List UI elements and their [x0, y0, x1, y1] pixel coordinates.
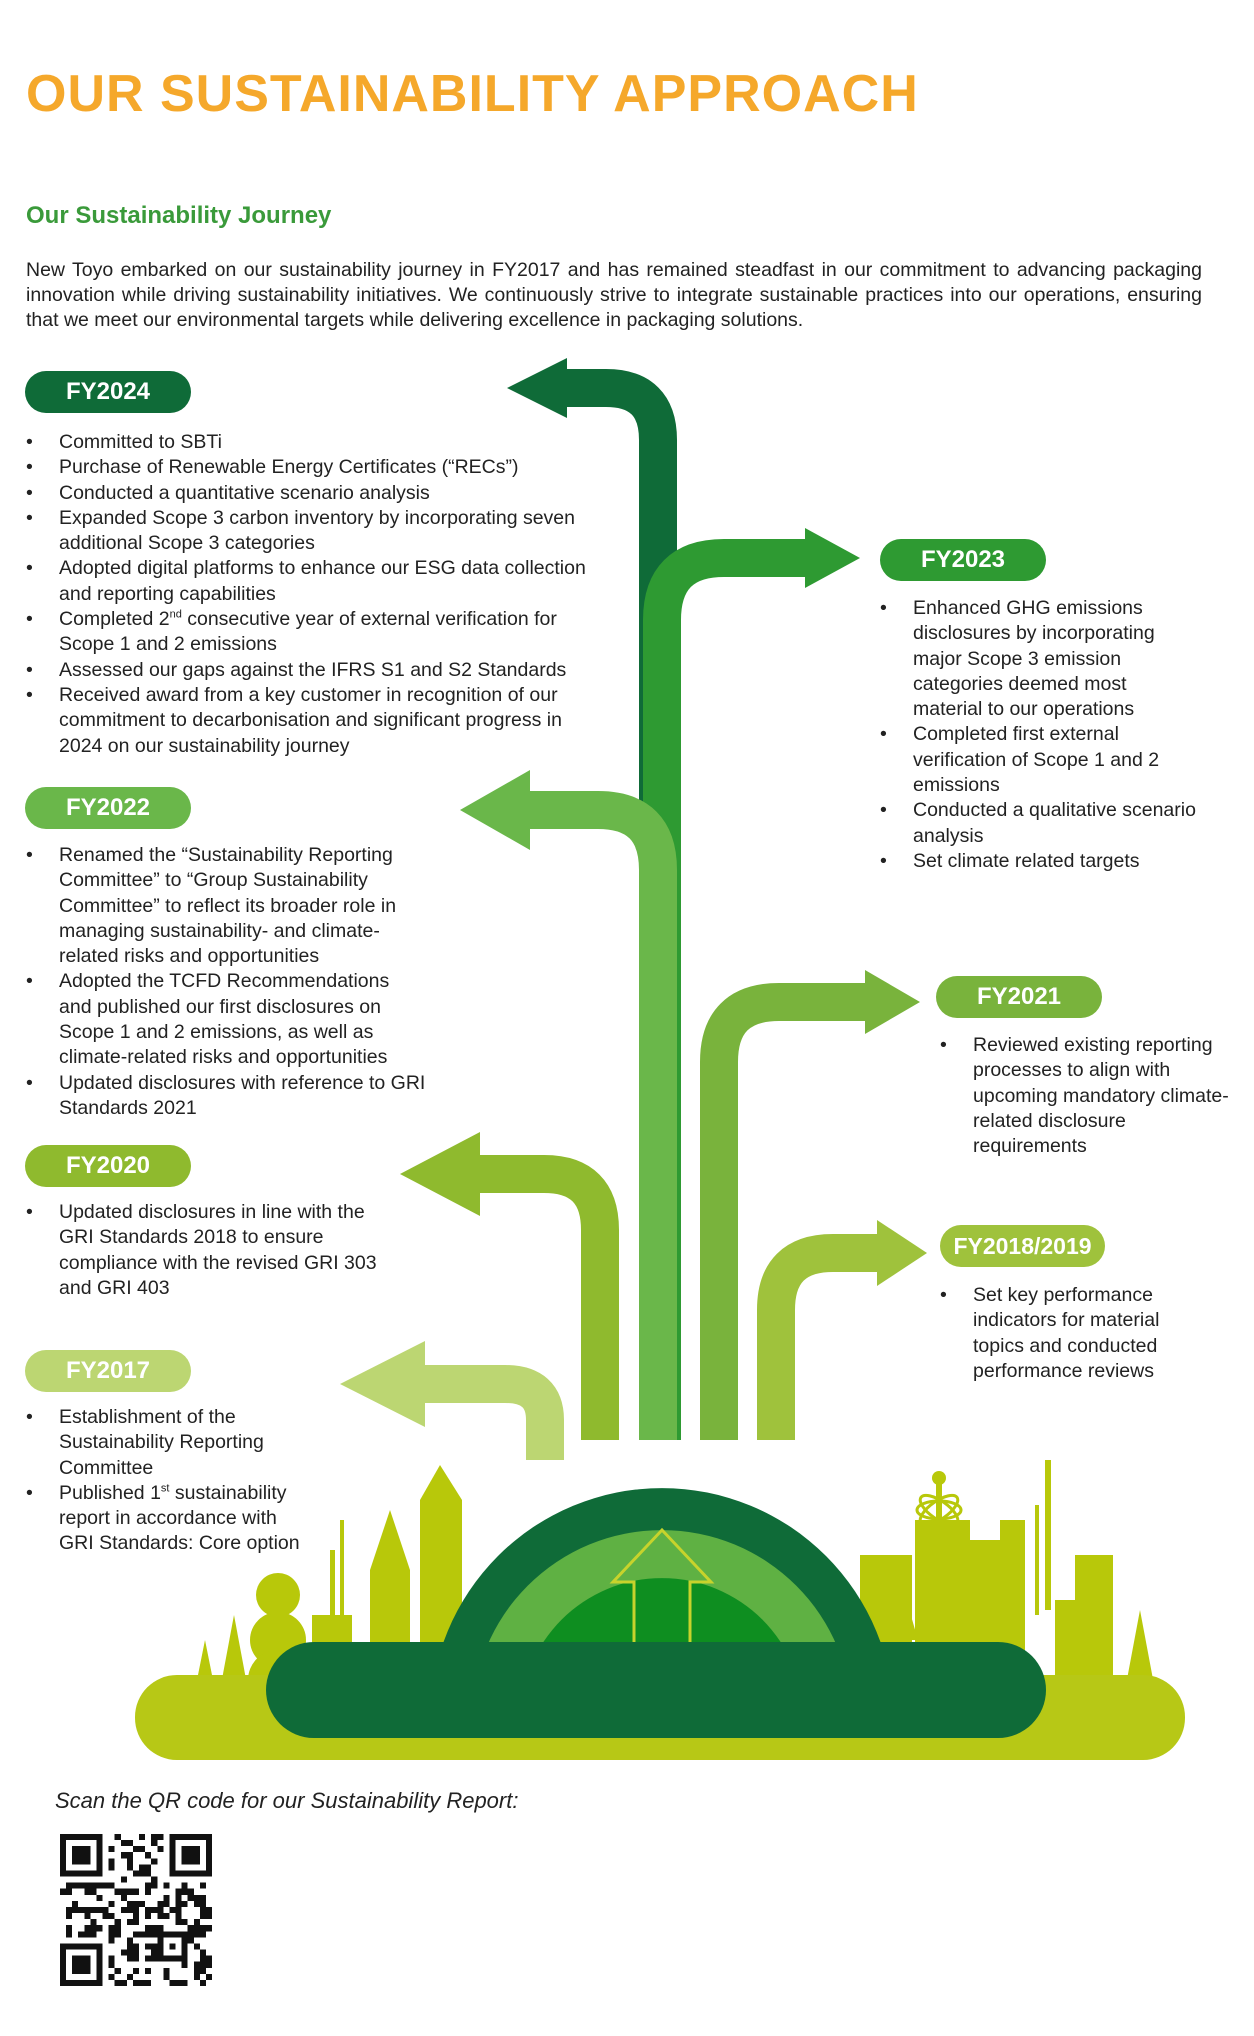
fy2017-badge: FY2017 — [25, 1350, 191, 1392]
fy2024-badge: FY2024 — [25, 371, 191, 413]
arrow-fy2023 — [643, 539, 812, 1440]
list-item: Renamed the “Sustainability Reporting Co… — [26, 843, 426, 969]
fy2021-list: Reviewed existing reporting processes to… — [940, 1033, 1230, 1159]
up-arrow-icon — [609, 1527, 715, 1690]
list-item: Establishment of the Sustainability Repo… — [26, 1405, 316, 1481]
list-item: Purchase of Renewable Energy Certificate… — [26, 455, 606, 481]
fy2023-list: Enhanced GHG emissions disclosures by in… — [880, 596, 1200, 875]
fy2017-list: Establishment of the Sustainability Repo… — [26, 1405, 316, 1557]
arrow-fy2021 — [700, 983, 871, 1440]
list-item: Enhanced GHG emissions disclosures by in… — [880, 596, 1200, 722]
list-item: Completed 2nd consecutive year of extern… — [26, 607, 606, 658]
intro-paragraph: New Toyo embarked on our sustainability … — [26, 259, 1202, 331]
list-item: Assessed our gaps against the IFRS S1 an… — [26, 658, 606, 684]
list-item: Expanded Scope 3 carbon inventory by inc… — [26, 506, 606, 557]
fy2023-badge: FY2023 — [880, 539, 1046, 581]
section-subtitle: Our Sustainability Journey — [26, 202, 332, 229]
list-item: Reviewed existing reporting processes to… — [940, 1033, 1230, 1159]
fy2018-list: Set key performance indicators for mater… — [940, 1283, 1210, 1384]
list-item: Committed to SBTi — [26, 430, 606, 456]
fy2024-list: Committed to SBTi Purchase of Renewable … — [26, 430, 606, 759]
list-item: Set climate related targets — [880, 849, 1200, 875]
list-item: Completed first external verification of… — [880, 722, 1200, 798]
fy2018-badge: FY2018/2019 — [940, 1225, 1105, 1267]
page-title: OUR SUSTAINABILITY APPROACH — [26, 65, 919, 123]
arrow-fy2022 — [527, 791, 677, 1440]
list-item: Updated disclosures in line with the GRI… — [26, 1200, 396, 1301]
fy2020-list: Updated disclosures in line with the GRI… — [26, 1200, 396, 1301]
list-item: Adopted digital platforms to enhance our… — [26, 556, 606, 607]
list-item: Received award from a key customer in re… — [26, 683, 606, 759]
base-bar — [266, 1642, 1046, 1738]
arrow-fy2018 — [757, 1234, 884, 1440]
arrow-heads — [340, 358, 927, 1427]
fy2020-badge: FY2020 — [25, 1145, 191, 1187]
fy2022-badge: FY2022 — [25, 787, 191, 829]
list-item: Conducted a qualitative scenario analysi… — [880, 798, 1200, 849]
arrow-fy2024 — [562, 369, 677, 1440]
list-item: Adopted the TCFD Recommendations and pub… — [26, 969, 426, 1070]
arrow-fy2017 — [422, 1365, 564, 1460]
journey-arrows — [422, 369, 884, 1460]
list-item: Published 1st sustainability report in a… — [26, 1481, 316, 1557]
list-item: Set key performance indicators for mater… — [940, 1283, 1210, 1384]
fy2021-badge: FY2021 — [936, 976, 1102, 1018]
list-item: Conducted a quantitative scenario analys… — [26, 481, 606, 507]
arrow-fy2020 — [478, 1155, 619, 1440]
tower-rings — [915, 1493, 963, 1527]
fy2022-list: Renamed the “Sustainability Reporting Co… — [26, 843, 426, 1121]
qr-caption: Scan the QR code for our Sustainability … — [55, 1788, 519, 1813]
qr-code-icon[interactable] — [60, 1834, 212, 1986]
list-item: Updated disclosures with reference to GR… — [26, 1071, 426, 1122]
